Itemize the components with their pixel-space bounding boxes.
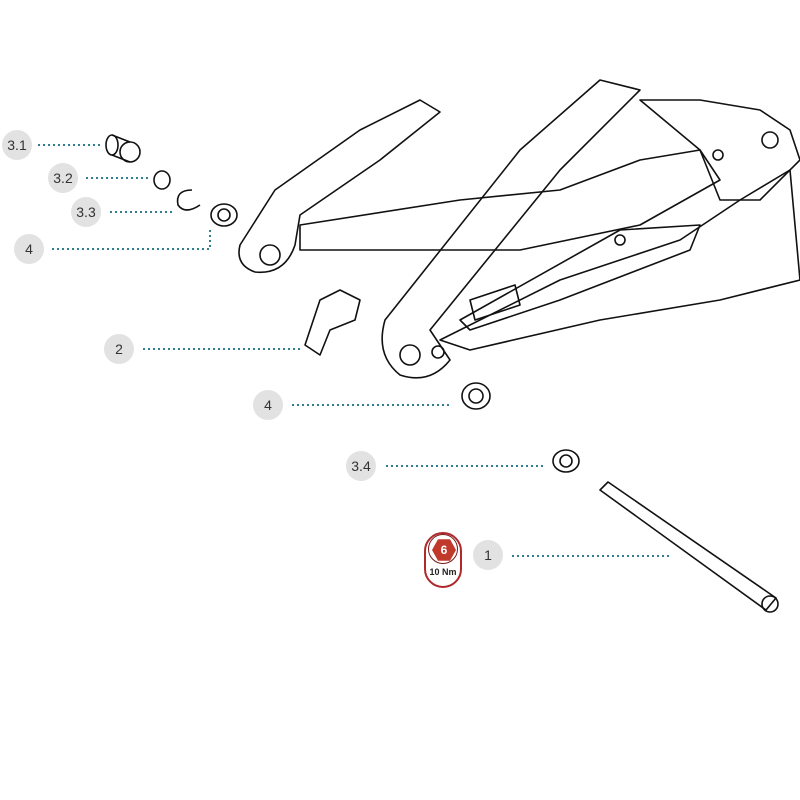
torque-value: 10 Nm xyxy=(429,567,457,577)
leader-lines xyxy=(38,144,672,557)
callout-3-2: 3.2 xyxy=(48,163,78,193)
circlip-3-3 xyxy=(176,189,201,211)
callout-3-3: 3.3 xyxy=(71,197,101,227)
ring-3-2 xyxy=(153,170,171,190)
callout-4-upper: 4 xyxy=(14,234,44,264)
washer-4b xyxy=(461,382,491,410)
axle-1 xyxy=(599,481,779,613)
hex-key-icon: 6 xyxy=(432,539,456,561)
callout-3-4: 3.4 xyxy=(346,451,376,481)
hex-socket-ring-icon xyxy=(428,534,458,564)
torque-badge: 6 10 Nm xyxy=(424,532,462,588)
callout-2: 2 xyxy=(104,334,134,364)
dropout-2 xyxy=(304,289,361,356)
chainstay-arm xyxy=(381,79,641,379)
callout-1: 1 xyxy=(473,540,503,570)
washer-4a xyxy=(210,203,238,227)
seatstay-arm xyxy=(238,99,441,274)
callout-4-lower: 4 xyxy=(253,390,283,420)
bushing-3-1 xyxy=(105,134,141,163)
callout-3-1: 3.1 xyxy=(2,130,32,160)
nut-3-4 xyxy=(552,449,580,473)
